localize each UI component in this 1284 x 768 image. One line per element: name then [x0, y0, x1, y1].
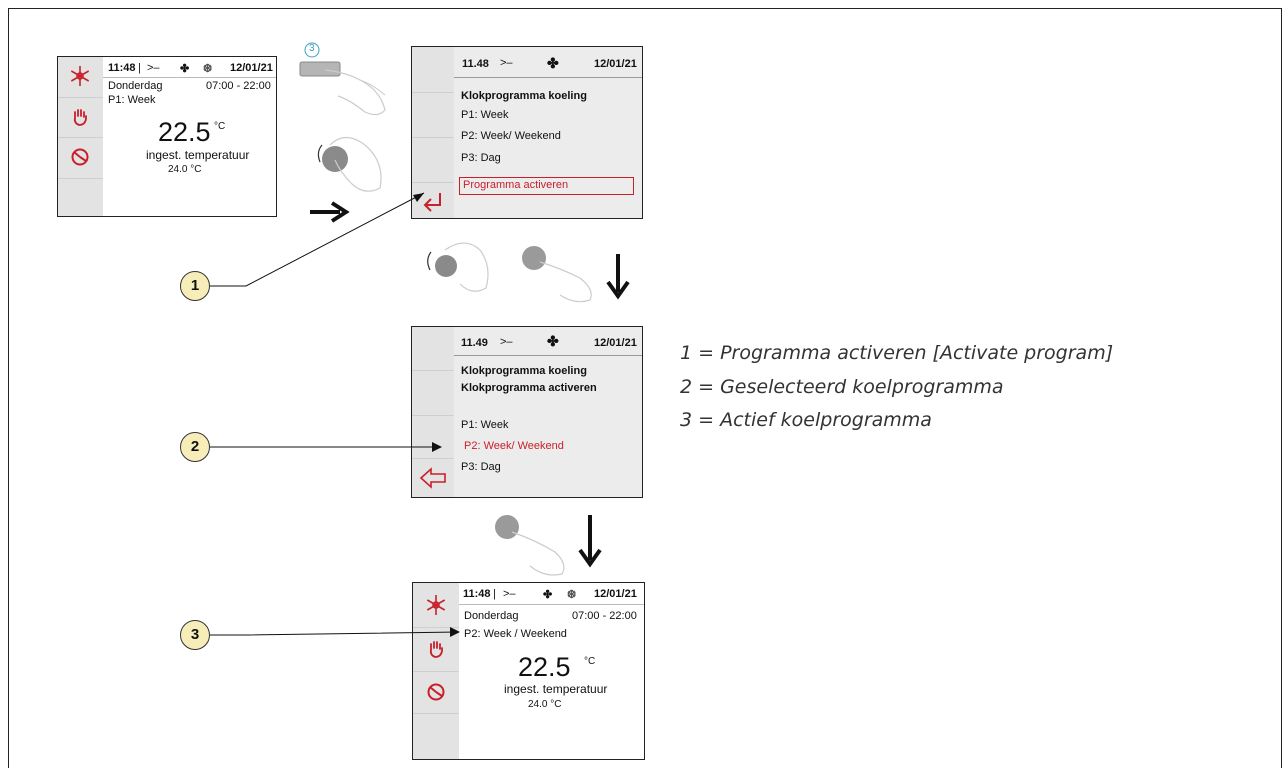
date: 12/01/21	[594, 337, 637, 349]
key-icon: ˃–	[147, 62, 160, 74]
callout-1-leader	[210, 192, 425, 287]
snowflake-icon[interactable]	[425, 594, 447, 616]
temperature-unit: °C	[584, 656, 596, 667]
setpoint-label: 24.0 °C	[168, 164, 202, 175]
day-label: Donderdag	[108, 80, 163, 92]
menu-item-p1[interactable]: P1: Week	[461, 419, 509, 431]
hours-label: 07:00 - 22:00	[572, 610, 637, 622]
time: 11:48	[463, 588, 491, 600]
menu-item-p3[interactable]: P3: Dag	[461, 461, 501, 473]
callout-2-arrowhead	[432, 442, 442, 452]
callout-3-arrowhead	[450, 627, 460, 637]
display-home-after: 11:48 | ˃– ✤ ❆ 12/01/21 Donderdag 07:00 …	[412, 582, 645, 760]
date: 12/01/21	[594, 58, 637, 70]
key-icon: ˃–	[500, 57, 513, 69]
key-icon: ˃–	[500, 336, 513, 348]
menu-item-p3[interactable]: P3: Dag	[461, 152, 501, 164]
status-bar: 11.48 ˃– ✤ 12/01/21	[454, 47, 642, 78]
program-label: P2: Week / Weekend	[464, 628, 567, 640]
snowflake-status-icon: ❆	[203, 63, 213, 75]
next-step-arrow-down-2	[578, 515, 602, 568]
legend-item-1: 1 = Programma activeren [Activate progra…	[680, 342, 1114, 364]
callout-1-arrowhead	[413, 193, 424, 202]
legend-item-3: 3 = Actief koelprogramma	[680, 409, 932, 431]
status-bar: 11:48 | ˃– ✤ ❆ 12/01/21	[459, 583, 644, 605]
side-menu	[58, 57, 103, 216]
callout-3-leader	[210, 631, 459, 636]
time: 11:48	[108, 62, 136, 74]
legend-item-2: 2 = Geselecteerd koelprogramma	[680, 376, 1004, 398]
day-label: Donderdag	[464, 610, 519, 622]
fan-icon: ✤	[180, 63, 190, 75]
side-menu	[413, 583, 459, 759]
next-step-arrow-right	[310, 201, 350, 223]
program-label: P1: Week	[108, 94, 156, 106]
menu-title: Klokprogramma koeling	[461, 90, 587, 102]
temperature-value: 22.5	[158, 117, 211, 147]
side-menu	[412, 47, 454, 218]
temperature-label: ingest. temperatuur	[504, 682, 608, 696]
menu-item-p1[interactable]: P1: Week	[461, 109, 509, 121]
back-arrow-icon[interactable]	[419, 467, 447, 489]
figure-frame	[8, 8, 1282, 768]
setpoint-label: 24.0 °C	[528, 699, 562, 710]
hours-label: 07:00 - 22:00	[206, 80, 271, 92]
menu-item-p2[interactable]: P2: Week/ Weekend	[461, 130, 561, 142]
time: 11.48	[462, 58, 489, 70]
press-knob-illustration	[495, 515, 565, 576]
fan-icon: ✤	[547, 333, 559, 349]
date: 12/01/21	[594, 588, 637, 600]
turn-and-press-illustration	[427, 242, 592, 303]
temperature-unit: °C	[214, 121, 226, 132]
activate-program-button[interactable]: Programma activeren	[459, 177, 634, 195]
callout-2: 2	[180, 432, 210, 462]
separator: |	[493, 588, 496, 600]
menu-item-p2-selected[interactable]: P2: Week/ Weekend	[464, 440, 564, 452]
side-menu	[412, 327, 454, 497]
menu-subtitle: Klokprogramma activeren	[461, 382, 597, 394]
temperature-value: 22.5	[518, 652, 571, 682]
clock-program-icon[interactable]	[70, 147, 90, 167]
snowflake-icon[interactable]	[69, 65, 91, 87]
display-program-activate: 11.49 ˃– ✤ 12/01/21 Klokprogramma koelin…	[411, 326, 643, 498]
fan-icon: ✤	[543, 589, 553, 601]
callout-1: 1	[180, 271, 210, 301]
hand-icon[interactable]	[426, 639, 446, 659]
clock-program-icon[interactable]	[426, 682, 446, 702]
menu-title: Klokprogramma koeling	[461, 365, 587, 377]
back-enter-icon[interactable]	[420, 190, 446, 214]
status-bar: 11.49 ˃– ✤ 12/01/21	[454, 327, 642, 356]
rotary-knob-turn-illustration	[317, 136, 382, 192]
status-bar: 11:48 | ˃– ✤ ❆ 12/01/21	[103, 57, 276, 78]
next-step-arrow-down-1	[606, 254, 630, 300]
snowflake-status-icon: ❆	[567, 589, 577, 601]
date: 12/01/21	[230, 62, 273, 74]
display-program-menu: 11.48 ˃– ✤ 12/01/21 Klokprogramma koelin…	[411, 46, 643, 219]
separator: |	[138, 62, 141, 74]
time: 11.49	[461, 337, 488, 349]
callout-3: 3	[180, 620, 210, 650]
menu-button-press-illustration	[299, 42, 386, 116]
step-number-button: 3	[309, 43, 315, 54]
hand-icon[interactable]	[70, 107, 90, 127]
temperature-label: ingest. temperatuur	[146, 148, 250, 162]
key-icon: ˃–	[503, 588, 516, 600]
display-home-before: 11:48 | ˃– ✤ ❆ 12/01/21 Donderdag 07:00 …	[57, 56, 277, 217]
fan-icon: ✤	[547, 55, 559, 71]
